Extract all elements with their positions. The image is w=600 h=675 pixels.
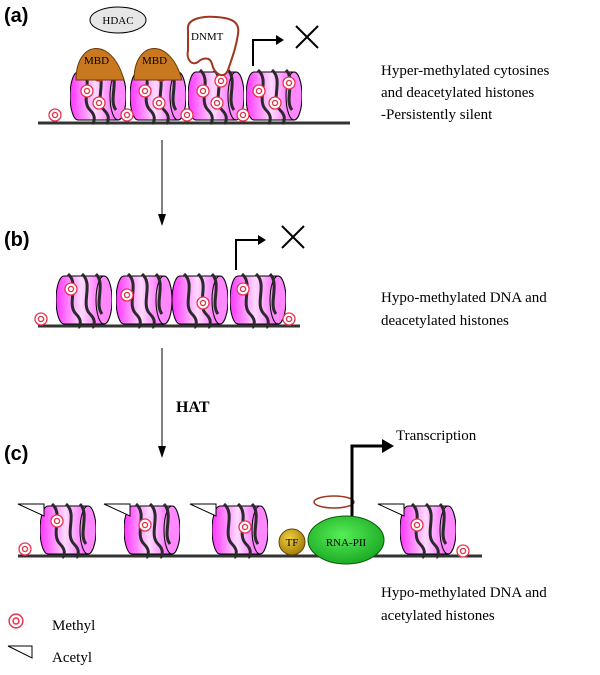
methyl-mark <box>238 520 252 534</box>
tss-arrowhead <box>258 235 266 245</box>
rnapii-label: RNA-PII <box>326 537 367 549</box>
methyl-mark <box>180 108 194 122</box>
panel-c-label: (c) <box>4 443 28 465</box>
nucleosome <box>56 272 112 330</box>
nucleosome <box>40 502 96 560</box>
rna-transcript-loop <box>313 495 355 509</box>
mbd-label: MBD <box>142 55 167 67</box>
methyl-mark <box>282 76 296 90</box>
methyl-mark <box>120 108 134 122</box>
methyl-mark <box>282 312 296 326</box>
mbd-label: MBD <box>84 55 109 67</box>
legend-methyl-label: Methyl <box>52 618 95 634</box>
hat-label: HAT <box>176 399 210 416</box>
methyl-mark <box>152 96 166 110</box>
mbd-protein <box>133 48 183 81</box>
tf-protein <box>278 528 306 556</box>
tf-label: TF <box>286 537 299 549</box>
panel-a-desc-1: Hyper-methylated cytosines <box>381 63 550 79</box>
methyl-mark <box>18 542 32 556</box>
panel-b-desc-2: deacetylated histones <box>381 313 509 329</box>
tss-arrowhead <box>276 35 284 45</box>
acetyl-mark <box>189 503 217 517</box>
nucleosome <box>400 502 456 560</box>
methyl-mark <box>64 282 78 296</box>
nucleosome <box>124 502 180 560</box>
mbd-protein <box>75 48 125 81</box>
panel-a-label: (a) <box>4 5 28 27</box>
panel-b-label: (b) <box>4 229 30 251</box>
arrowhead <box>158 214 166 226</box>
transcription-arrowhead <box>382 439 394 453</box>
methyl-mark <box>268 96 282 110</box>
methyl-mark <box>34 312 48 326</box>
dnmt-label: DNMT <box>191 31 224 43</box>
methyl-mark <box>456 544 470 558</box>
dnmt-protein <box>186 15 240 77</box>
blocked-x-icon <box>281 225 305 249</box>
methyl-mark <box>80 84 94 98</box>
legend-acetyl-icon <box>7 645 33 659</box>
panel-c-desc-2: acetylated histones <box>381 608 495 624</box>
hdac-label: HDAC <box>102 15 133 27</box>
methyl-mark <box>92 96 106 110</box>
hdac-protein <box>89 6 147 34</box>
arrowhead <box>158 446 166 458</box>
nucleosome <box>230 272 286 330</box>
methyl-mark <box>120 288 134 302</box>
methyl-mark <box>252 84 266 98</box>
transcription-label: Transcription <box>396 428 477 444</box>
legend-acetyl-label: Acetyl <box>52 650 92 666</box>
transcription-arrow <box>350 444 384 516</box>
methyl-mark <box>138 84 152 98</box>
methyl-mark <box>50 514 64 528</box>
methyl-mark <box>138 518 152 532</box>
acetyl-mark <box>103 503 131 517</box>
tss-arrow <box>252 39 276 66</box>
panel-b-desc-1: Hypo-methylated DNA and <box>381 290 547 306</box>
methyl-mark <box>196 84 210 98</box>
rnapii-protein <box>307 515 385 565</box>
methyl-mark <box>196 296 210 310</box>
panel-a-desc-3: -Persistently silent <box>381 107 493 123</box>
acetyl-mark <box>377 503 405 517</box>
methyl-mark <box>214 74 228 88</box>
legend-methyl-icon <box>8 613 24 629</box>
acetyl-mark <box>17 503 45 517</box>
methyl-mark <box>236 282 250 296</box>
methyl-mark <box>410 518 424 532</box>
blocked-x-icon <box>295 25 319 49</box>
panel-a-desc-2: and deacetylated histones <box>381 85 534 101</box>
methyl-mark <box>210 96 224 110</box>
tss-arrow <box>235 239 258 270</box>
panel-c-desc-1: Hypo-methylated DNA and <box>381 585 547 601</box>
methyl-mark <box>236 108 250 122</box>
methyl-mark <box>48 108 62 122</box>
